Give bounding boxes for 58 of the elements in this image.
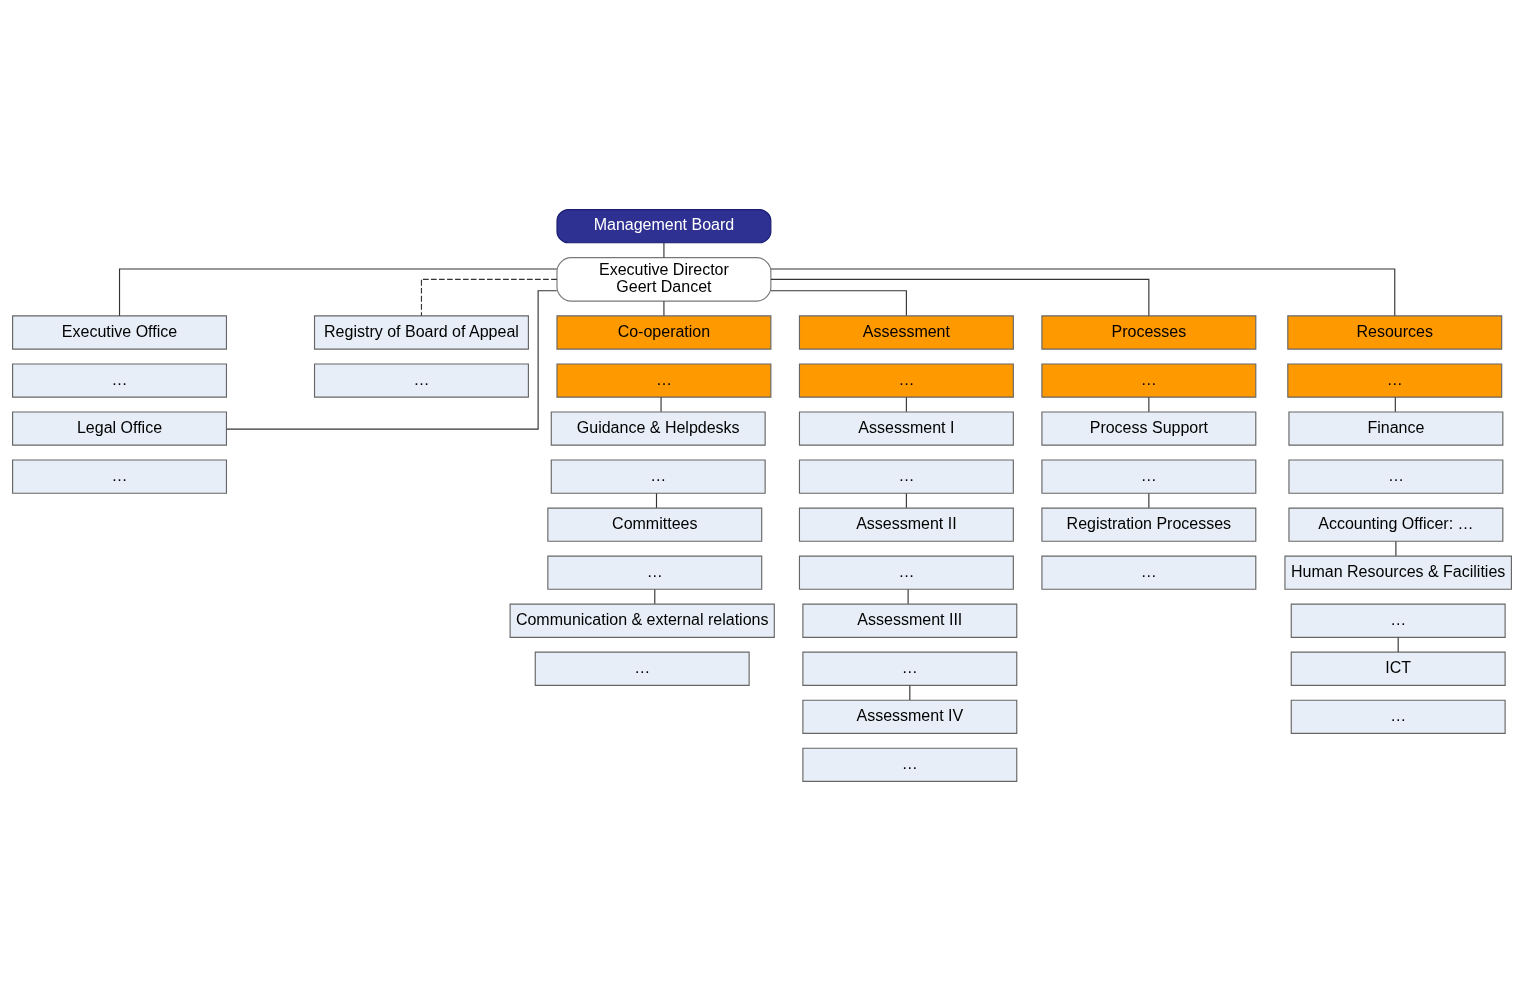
node-box: … (547, 555, 763, 590)
node-box: … (798, 362, 1014, 398)
node-box: Registration Processes (1041, 507, 1257, 542)
node-box: … (1287, 362, 1503, 398)
node-box: Management Board (556, 208, 772, 243)
connector (770, 278, 1150, 316)
connector (1148, 492, 1150, 508)
connector (1148, 396, 1150, 412)
node-box: … (550, 459, 766, 494)
node-box: … (1290, 699, 1506, 734)
node-box: Finance (1288, 410, 1504, 446)
node-box: Co-operation (556, 314, 772, 350)
connector (905, 396, 907, 412)
connector (770, 268, 1396, 316)
node-box: … (1290, 603, 1506, 638)
node-box: Registry of Board of Appeal (313, 314, 529, 350)
node-box: Executive Office (12, 314, 228, 350)
connector (907, 588, 909, 604)
node-box: Assessment (798, 314, 1014, 350)
node-box: … (798, 555, 1014, 590)
node-box: … (12, 362, 228, 398)
node-box: … (1288, 459, 1504, 494)
connector (118, 268, 558, 316)
connector (226, 289, 558, 430)
connector (905, 492, 907, 508)
node-box: Accounting Officer: … (1288, 507, 1504, 542)
node-box: Human Resources & Facilities (1284, 555, 1512, 590)
node-box: Assessment I (798, 410, 1014, 446)
node-box: … (802, 747, 1018, 782)
connector (660, 396, 662, 412)
node-box: Assessment III (802, 603, 1018, 638)
node-box: … (1041, 459, 1257, 494)
node-box: Assessment IV (802, 699, 1018, 734)
node-box: … (802, 651, 1018, 686)
connector (655, 492, 658, 508)
node-box: Assessment II (798, 507, 1014, 542)
node-box: … (1041, 362, 1257, 398)
node-box: … (313, 362, 529, 398)
connector (420, 278, 558, 316)
connector (663, 300, 665, 316)
node-box: Communication & external relations (509, 603, 775, 638)
node-box: Resources (1287, 314, 1503, 350)
node-box: Executive Director Geert Dancet (556, 256, 772, 302)
connector (1395, 540, 1397, 556)
node-box: … (534, 651, 750, 686)
node-box: Guidance & Helpdesks (550, 410, 766, 446)
connector (770, 289, 907, 316)
node-box: Process Support (1041, 410, 1257, 446)
connector (1394, 396, 1396, 412)
node-box: Committees (547, 507, 763, 542)
node-box: Legal Office (12, 410, 228, 446)
node-box: Processes (1041, 314, 1257, 350)
node-box: … (1041, 555, 1257, 590)
node-box: … (798, 459, 1014, 494)
connector (663, 241, 665, 258)
node-box: ICT (1290, 651, 1506, 686)
node-box: … (556, 362, 772, 398)
node-box: … (12, 459, 228, 494)
